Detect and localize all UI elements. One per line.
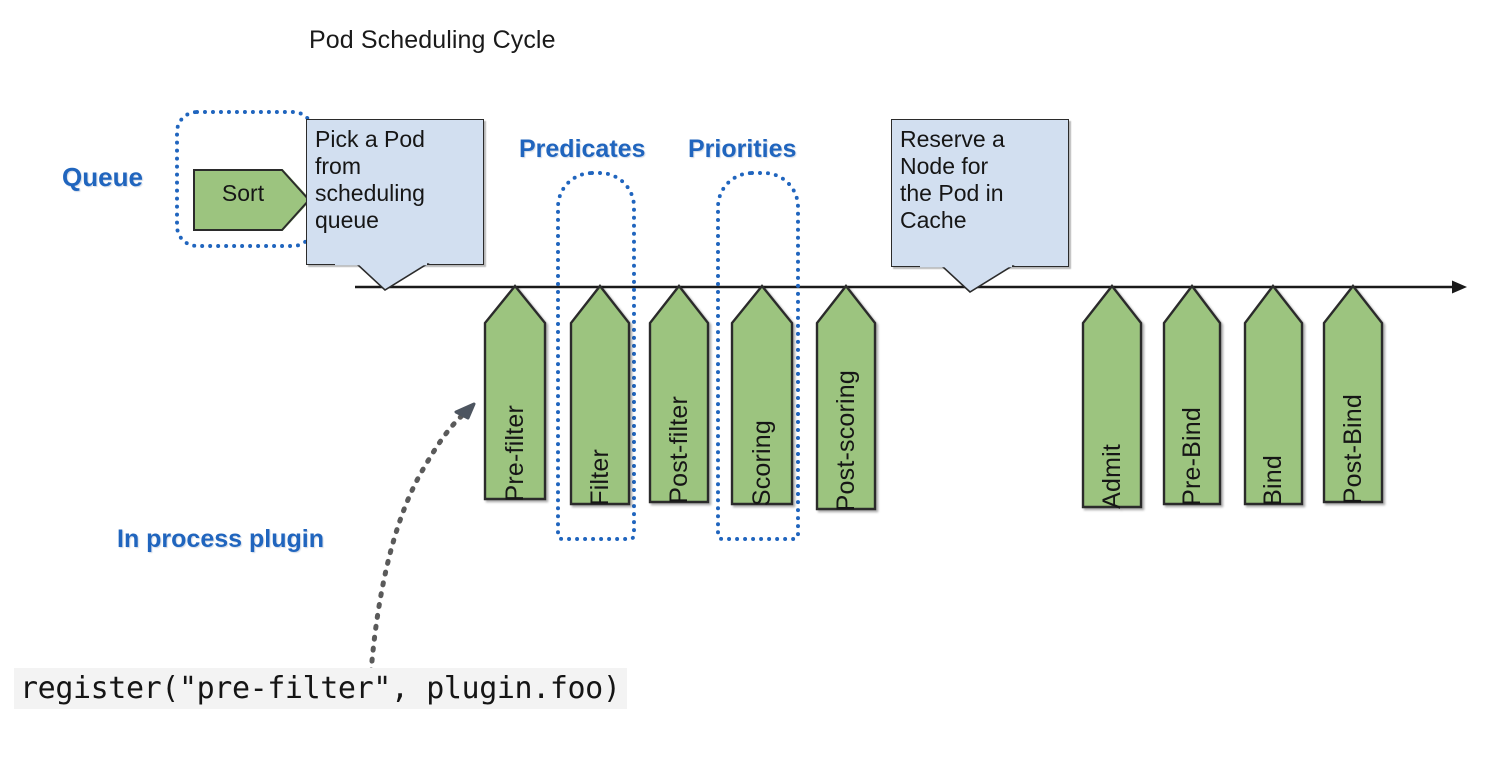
callout-pick-a-pod: Pick a Pod from scheduling queue — [306, 119, 484, 292]
callout-reserve-node-tail — [920, 264, 1015, 296]
stage-shape — [648, 284, 710, 504]
annotation-queue: Queue — [62, 162, 143, 192]
stage-shape — [1162, 284, 1222, 506]
stage-shape — [730, 284, 794, 506]
priorities-group-outline — [716, 171, 800, 541]
annotation-in-process-plugin: In process plugin — [117, 525, 324, 553]
stage-shape — [815, 284, 877, 511]
predicates-group-outline — [556, 171, 636, 541]
callout-tail-shape — [335, 262, 430, 292]
annotation-priorities: Priorities — [688, 135, 797, 163]
sort-stage-shape[interactable] — [193, 169, 311, 231]
code-snippet: register("pre-filter", plugin.foo) — [14, 668, 627, 709]
stage-post-bind[interactable]: Post-Bind — [1322, 284, 1384, 504]
stage-shape — [1243, 284, 1304, 506]
stage-filter[interactable]: Filter — [569, 284, 631, 506]
stage-admit[interactable]: Admit — [1081, 284, 1143, 509]
callout-reserve-node: Reserve a Node for the Pod in Cache — [891, 119, 1069, 294]
stage-pre-filter[interactable]: Pre-filter — [483, 284, 547, 501]
callout-reserve-node-text: Reserve a Node for the Pod in Cache — [900, 126, 1005, 233]
sort-shape-outline — [193, 169, 311, 231]
sort-stage-label: Sort — [221, 180, 265, 206]
callout-pick-a-pod-tail — [335, 262, 430, 294]
annotation-predicates: Predicates — [519, 135, 646, 163]
stage-post-filter[interactable]: Post-filter — [648, 284, 710, 504]
stage-shape — [1322, 284, 1384, 504]
callout-tail-shape — [920, 264, 1015, 294]
stage-shape — [1081, 284, 1143, 509]
callout-pick-a-pod-text: Pick a Pod from scheduling queue — [315, 126, 425, 233]
page-title: Pod Scheduling Cycle — [309, 26, 556, 54]
stage-bind[interactable]: Bind — [1243, 284, 1304, 506]
stage-shape — [569, 284, 631, 506]
stage-scoring[interactable]: Scoring — [730, 284, 794, 506]
stage-pre-bind[interactable]: Pre-Bind — [1162, 284, 1222, 506]
stage-post-scoring[interactable]: Post-scoring — [815, 284, 877, 511]
stage-shape — [483, 284, 547, 501]
